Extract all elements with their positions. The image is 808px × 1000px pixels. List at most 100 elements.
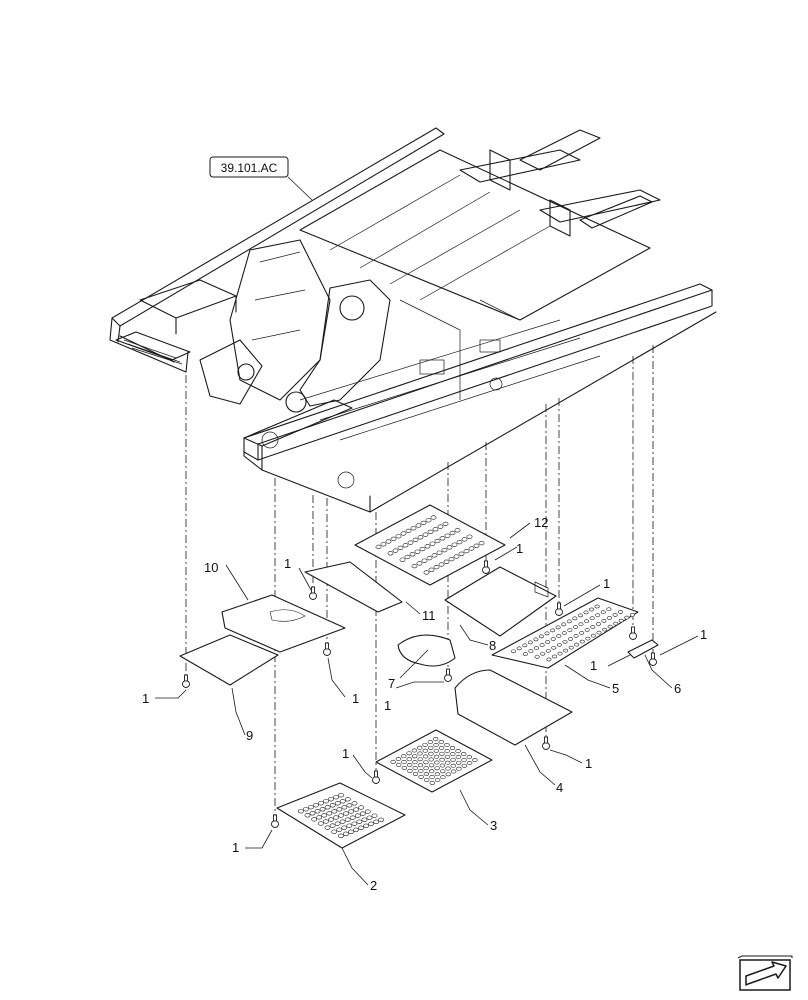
perforation-hole	[444, 743, 450, 748]
perforation-hole	[418, 769, 424, 773]
perforation-hole	[426, 555, 433, 561]
perforation-hole	[458, 551, 465, 556]
perforation-hole	[527, 640, 533, 645]
panel-2[interactable]	[276, 782, 406, 849]
callout-7: 7	[388, 676, 395, 691]
perforation-hole	[556, 642, 562, 647]
perforation-hole	[417, 763, 424, 768]
perforation-hole	[450, 752, 456, 756]
perforation-hole	[412, 537, 419, 543]
perforation-hole	[329, 823, 336, 828]
perforation-hole	[583, 610, 589, 615]
panel-6[interactable]	[627, 639, 659, 659]
perforation-hole	[358, 825, 364, 830]
perforation-hole	[411, 748, 418, 753]
perforation-hole	[573, 634, 579, 638]
perforation-hole	[572, 625, 578, 629]
panel-5[interactable]	[491, 597, 639, 669]
perforation-hole	[434, 538, 441, 544]
perforation-hole	[338, 793, 344, 798]
bolt	[482, 560, 490, 574]
perforation-hole	[323, 799, 329, 804]
perforation-hole	[600, 610, 606, 615]
perforation-hole	[309, 811, 316, 816]
perforation-hole	[545, 640, 551, 644]
callout-1: 1	[142, 691, 149, 706]
perforation-hole	[612, 613, 618, 617]
callout-6: 6	[674, 681, 681, 696]
perforation-hole	[363, 823, 369, 828]
perforation-hole	[406, 763, 413, 767]
perforation-hole	[322, 819, 329, 824]
next-page-arrow-icon[interactable]	[737, 955, 793, 991]
perforation-hole	[596, 630, 602, 635]
perforation-hole	[387, 551, 394, 556]
perforation-hole	[463, 548, 470, 554]
perforation-hole	[338, 813, 344, 818]
perforation-hole	[606, 607, 612, 612]
perforation-hole	[540, 651, 546, 656]
perforation-hole	[392, 548, 399, 553]
bolt	[271, 814, 279, 828]
perforation-hole	[425, 518, 432, 523]
perforation-hole	[449, 530, 456, 536]
perforation-hole	[375, 544, 382, 550]
perforation-hole	[428, 567, 435, 572]
perforation-hole	[427, 740, 434, 744]
perforation-hole	[428, 751, 434, 756]
perforation-hole	[409, 552, 416, 557]
perforation-hole	[446, 545, 453, 550]
perforation-hole	[422, 532, 429, 537]
perforation-hole	[378, 817, 385, 822]
callout-8: 8	[489, 638, 496, 653]
perforation-hole	[424, 544, 431, 549]
perforation-hole	[427, 529, 434, 535]
perforation-hole	[567, 628, 573, 632]
perforation-hole	[422, 742, 428, 747]
perforation-hole	[439, 751, 445, 756]
perforation-hole	[312, 803, 319, 808]
perforation-hole	[444, 533, 451, 538]
panel-7[interactable]	[397, 634, 456, 667]
perforation-hole	[416, 561, 423, 566]
perforation-hole	[588, 607, 594, 612]
perforation-hole	[349, 815, 356, 820]
bolt	[649, 652, 657, 666]
perforation-hole	[450, 769, 457, 774]
perforation-hole	[466, 755, 472, 760]
panel-3[interactable]	[375, 729, 493, 793]
panel-12[interactable]	[354, 504, 506, 586]
perforation-hole	[439, 763, 446, 768]
perforation-hole	[528, 649, 534, 653]
perforation-hole	[314, 809, 321, 814]
perforation-hole	[353, 807, 359, 812]
perforation-hole	[419, 546, 426, 552]
perforation-hole	[572, 616, 578, 621]
perforation-hole	[333, 815, 339, 820]
perforation-hole	[539, 643, 545, 647]
perforation-hole	[613, 621, 619, 626]
panel-10[interactable]	[221, 594, 346, 653]
perforation-hole	[346, 803, 353, 808]
perforation-hole	[551, 654, 557, 659]
perforation-hole	[453, 554, 460, 559]
perforation-hole	[407, 540, 414, 545]
perforation-hole	[433, 564, 440, 570]
perforation-hole	[434, 778, 441, 782]
panel-9[interactable]	[179, 634, 279, 686]
perforation-hole	[414, 549, 421, 554]
perforation-hole	[590, 625, 596, 629]
panel-4[interactable]	[454, 669, 573, 746]
reference-box[interactable]: 39.101.AC	[209, 156, 289, 178]
bolt	[323, 642, 331, 656]
perforation-hole	[412, 766, 418, 770]
perforation-hole	[417, 751, 423, 756]
perforation-hole	[395, 534, 402, 539]
perforation-hole	[555, 625, 561, 630]
perforation-hole	[516, 646, 522, 651]
perforation-hole	[454, 528, 461, 533]
perforation-hole	[428, 757, 434, 762]
panel-11[interactable]	[304, 561, 403, 613]
panel-8[interactable]	[444, 566, 557, 637]
perforation-hole	[589, 616, 595, 621]
